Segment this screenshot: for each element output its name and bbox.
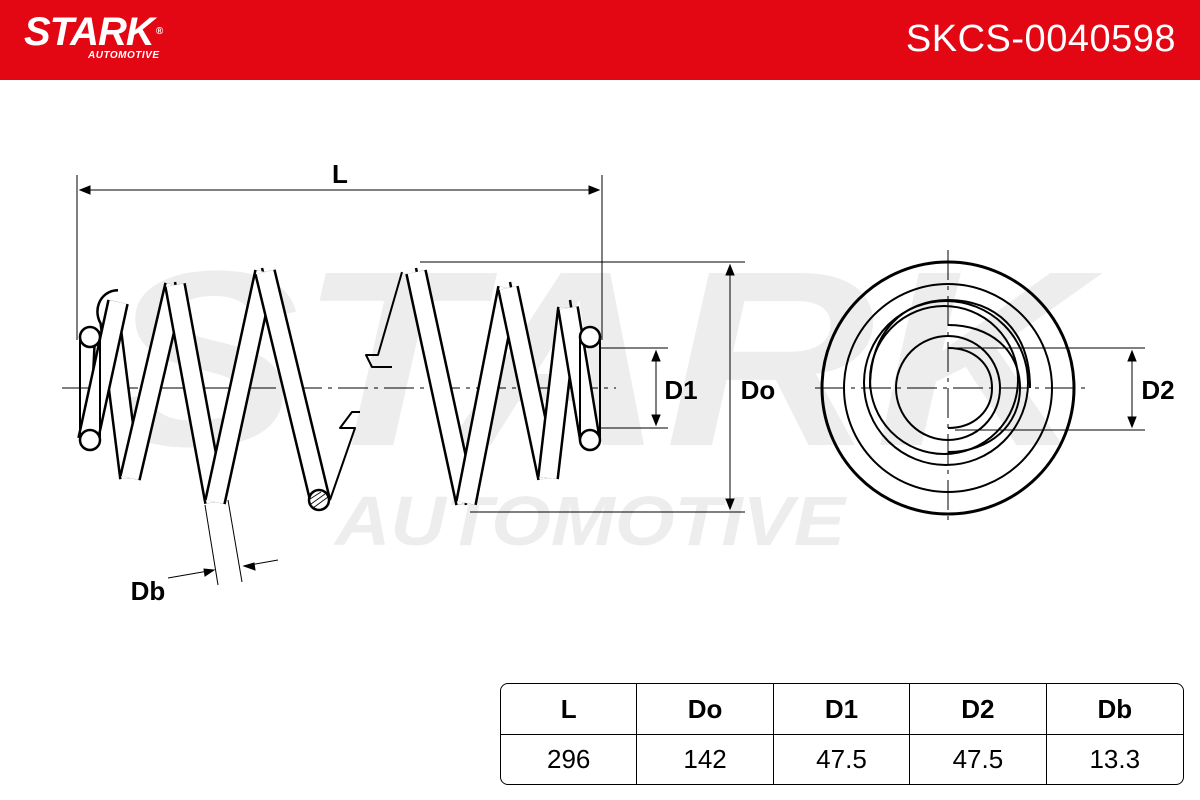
table-header-cell: L — [501, 684, 638, 735]
watermark: STARK AUTOMOTIVE — [105, 219, 1103, 560]
registered-icon: ® — [155, 26, 163, 37]
watermark-main: STARK — [105, 219, 1103, 498]
part-number: SKCS-0040598 — [905, 18, 1176, 60]
stark-logo: STARK® AUTOMOTIVE — [24, 10, 163, 61]
label-Do: Do — [741, 375, 776, 405]
spring-side-view — [77, 267, 602, 512]
table-header-cell: Db — [1046, 684, 1183, 735]
label-D2: D2 — [1141, 375, 1174, 405]
table-row: 296 142 47.5 47.5 13.3 — [501, 735, 1183, 784]
table-cell: 296 — [501, 735, 638, 784]
watermark-sub: AUTOMOTIVE — [333, 482, 848, 560]
table-header-cell: D2 — [910, 684, 1047, 735]
table-header-cell: D1 — [773, 684, 911, 735]
spec-table: L Do D1 D2 Db 296 142 47.5 47.5 13.3 — [500, 683, 1184, 785]
table-cell: 142 — [637, 735, 774, 784]
spring-diagram: STARK AUTOMOTIVE L — [62, 159, 1175, 606]
table-cell: 47.5 — [910, 735, 1047, 784]
table-cell: 13.3 — [1089, 744, 1141, 774]
logo-brand: STARK — [24, 10, 155, 54]
dimension-Db — [167, 499, 279, 586]
header-bar: STARK® AUTOMOTIVE SKCS-0040598 — [0, 0, 1200, 80]
table-header-row: L Do D1 D2 Db — [501, 684, 1183, 735]
dimension-D2 — [955, 347, 1145, 431]
dimension-L — [76, 175, 603, 340]
table-header-cell: Do — [637, 684, 774, 735]
dimension-D1 — [600, 347, 668, 429]
label-L: L — [332, 159, 348, 189]
spring-top-view — [815, 250, 1085, 520]
label-Db: Db — [131, 576, 166, 606]
logo-subtitle: AUTOMOTIVE — [88, 50, 160, 61]
dimension-Do — [420, 261, 745, 513]
table-cell: 47.5 — [774, 735, 911, 784]
label-D1: D1 — [664, 375, 697, 405]
